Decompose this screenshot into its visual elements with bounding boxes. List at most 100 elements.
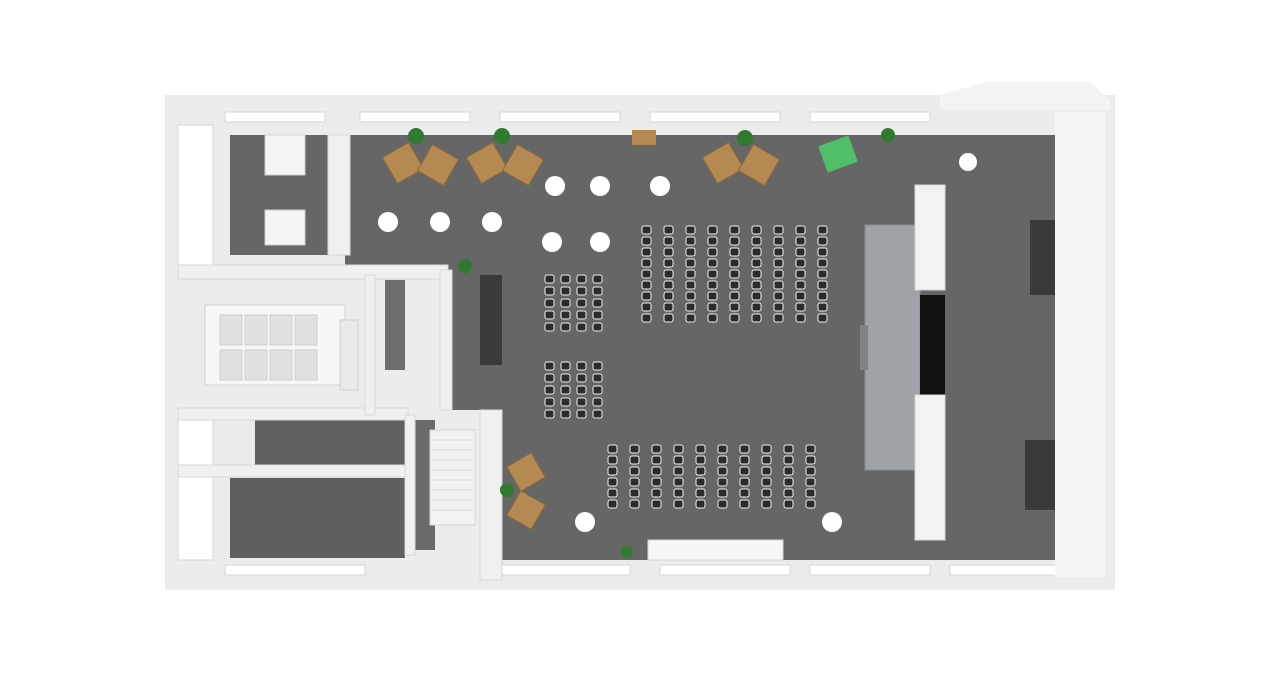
- chair: [773, 247, 784, 257]
- chair: [751, 247, 762, 257]
- chair: [729, 269, 740, 279]
- chair: [576, 274, 587, 284]
- chair: [805, 488, 816, 498]
- chair: [783, 455, 794, 465]
- chair: [592, 397, 603, 407]
- chair: [663, 236, 674, 246]
- chair: [685, 247, 696, 257]
- chair: [717, 488, 728, 498]
- chair: [707, 225, 718, 235]
- chair: [739, 477, 750, 487]
- chair: [560, 322, 571, 332]
- chair: [673, 499, 684, 509]
- stage-backwall-top: [914, 184, 946, 291]
- chair: [751, 225, 762, 235]
- chair: [651, 488, 662, 498]
- chair: [629, 455, 640, 465]
- chair: [739, 466, 750, 476]
- chair: [729, 236, 740, 246]
- storage-boxes: [264, 134, 306, 246]
- chair: [817, 258, 828, 268]
- chair: [560, 298, 571, 308]
- top-bench: [632, 130, 656, 145]
- chair: [544, 274, 555, 284]
- chair: [641, 225, 652, 235]
- chair: [795, 280, 806, 290]
- chair: [673, 455, 684, 465]
- chair: [729, 302, 740, 312]
- chair: [685, 280, 696, 290]
- chair: [729, 291, 740, 301]
- chair: [651, 466, 662, 476]
- chair: [783, 499, 794, 509]
- chair: [685, 313, 696, 323]
- chair: [783, 477, 794, 487]
- chair: [739, 488, 750, 498]
- chair: [560, 373, 571, 383]
- chair: [773, 302, 784, 312]
- chair: [544, 361, 555, 371]
- chair: [739, 455, 750, 465]
- chair: [576, 361, 587, 371]
- chair: [641, 247, 652, 257]
- chair: [707, 280, 718, 290]
- chair: [717, 444, 728, 454]
- chair: [751, 313, 762, 323]
- chair: [544, 322, 555, 332]
- chair: [795, 225, 806, 235]
- chair: [651, 455, 662, 465]
- chair: [695, 499, 706, 509]
- chair: [685, 258, 696, 268]
- chair: [707, 269, 718, 279]
- chair: [729, 313, 740, 323]
- chair: [663, 291, 674, 301]
- chair: [629, 499, 640, 509]
- chair: [576, 409, 587, 419]
- chair: [751, 269, 762, 279]
- chair: [607, 499, 618, 509]
- chair: [641, 302, 652, 312]
- chair: [592, 385, 603, 395]
- round-tables: [378, 153, 977, 532]
- chair: [663, 280, 674, 290]
- staircase: [429, 429, 476, 526]
- chair: [761, 477, 772, 487]
- chair: [817, 269, 828, 279]
- chair: [685, 236, 696, 246]
- chair: [695, 477, 706, 487]
- chair: [560, 274, 571, 284]
- chair: [751, 280, 762, 290]
- top-windows: [224, 111, 931, 123]
- chair: [651, 499, 662, 509]
- right-wall-area: [1055, 112, 1105, 577]
- chair: [707, 258, 718, 268]
- chair: [560, 361, 571, 371]
- chair: [685, 291, 696, 301]
- chair: [673, 477, 684, 487]
- chair: [560, 409, 571, 419]
- chair: [544, 385, 555, 395]
- chair: [773, 280, 784, 290]
- chair: [795, 291, 806, 301]
- chair: [663, 225, 674, 235]
- chair: [607, 444, 618, 454]
- chair: [592, 310, 603, 320]
- chair: [641, 236, 652, 246]
- top-right-wall-bump: [940, 82, 1110, 110]
- chair: [629, 477, 640, 487]
- chair: [761, 488, 772, 498]
- chair: [685, 302, 696, 312]
- chair: [560, 310, 571, 320]
- chair: [707, 247, 718, 257]
- chair: [641, 258, 652, 268]
- seating: [544, 225, 828, 509]
- chair: [592, 373, 603, 383]
- chair: [805, 499, 816, 509]
- chair: [544, 409, 555, 419]
- chair: [805, 455, 816, 465]
- chair: [685, 269, 696, 279]
- chair: [544, 310, 555, 320]
- chair: [751, 291, 762, 301]
- chair: [795, 236, 806, 246]
